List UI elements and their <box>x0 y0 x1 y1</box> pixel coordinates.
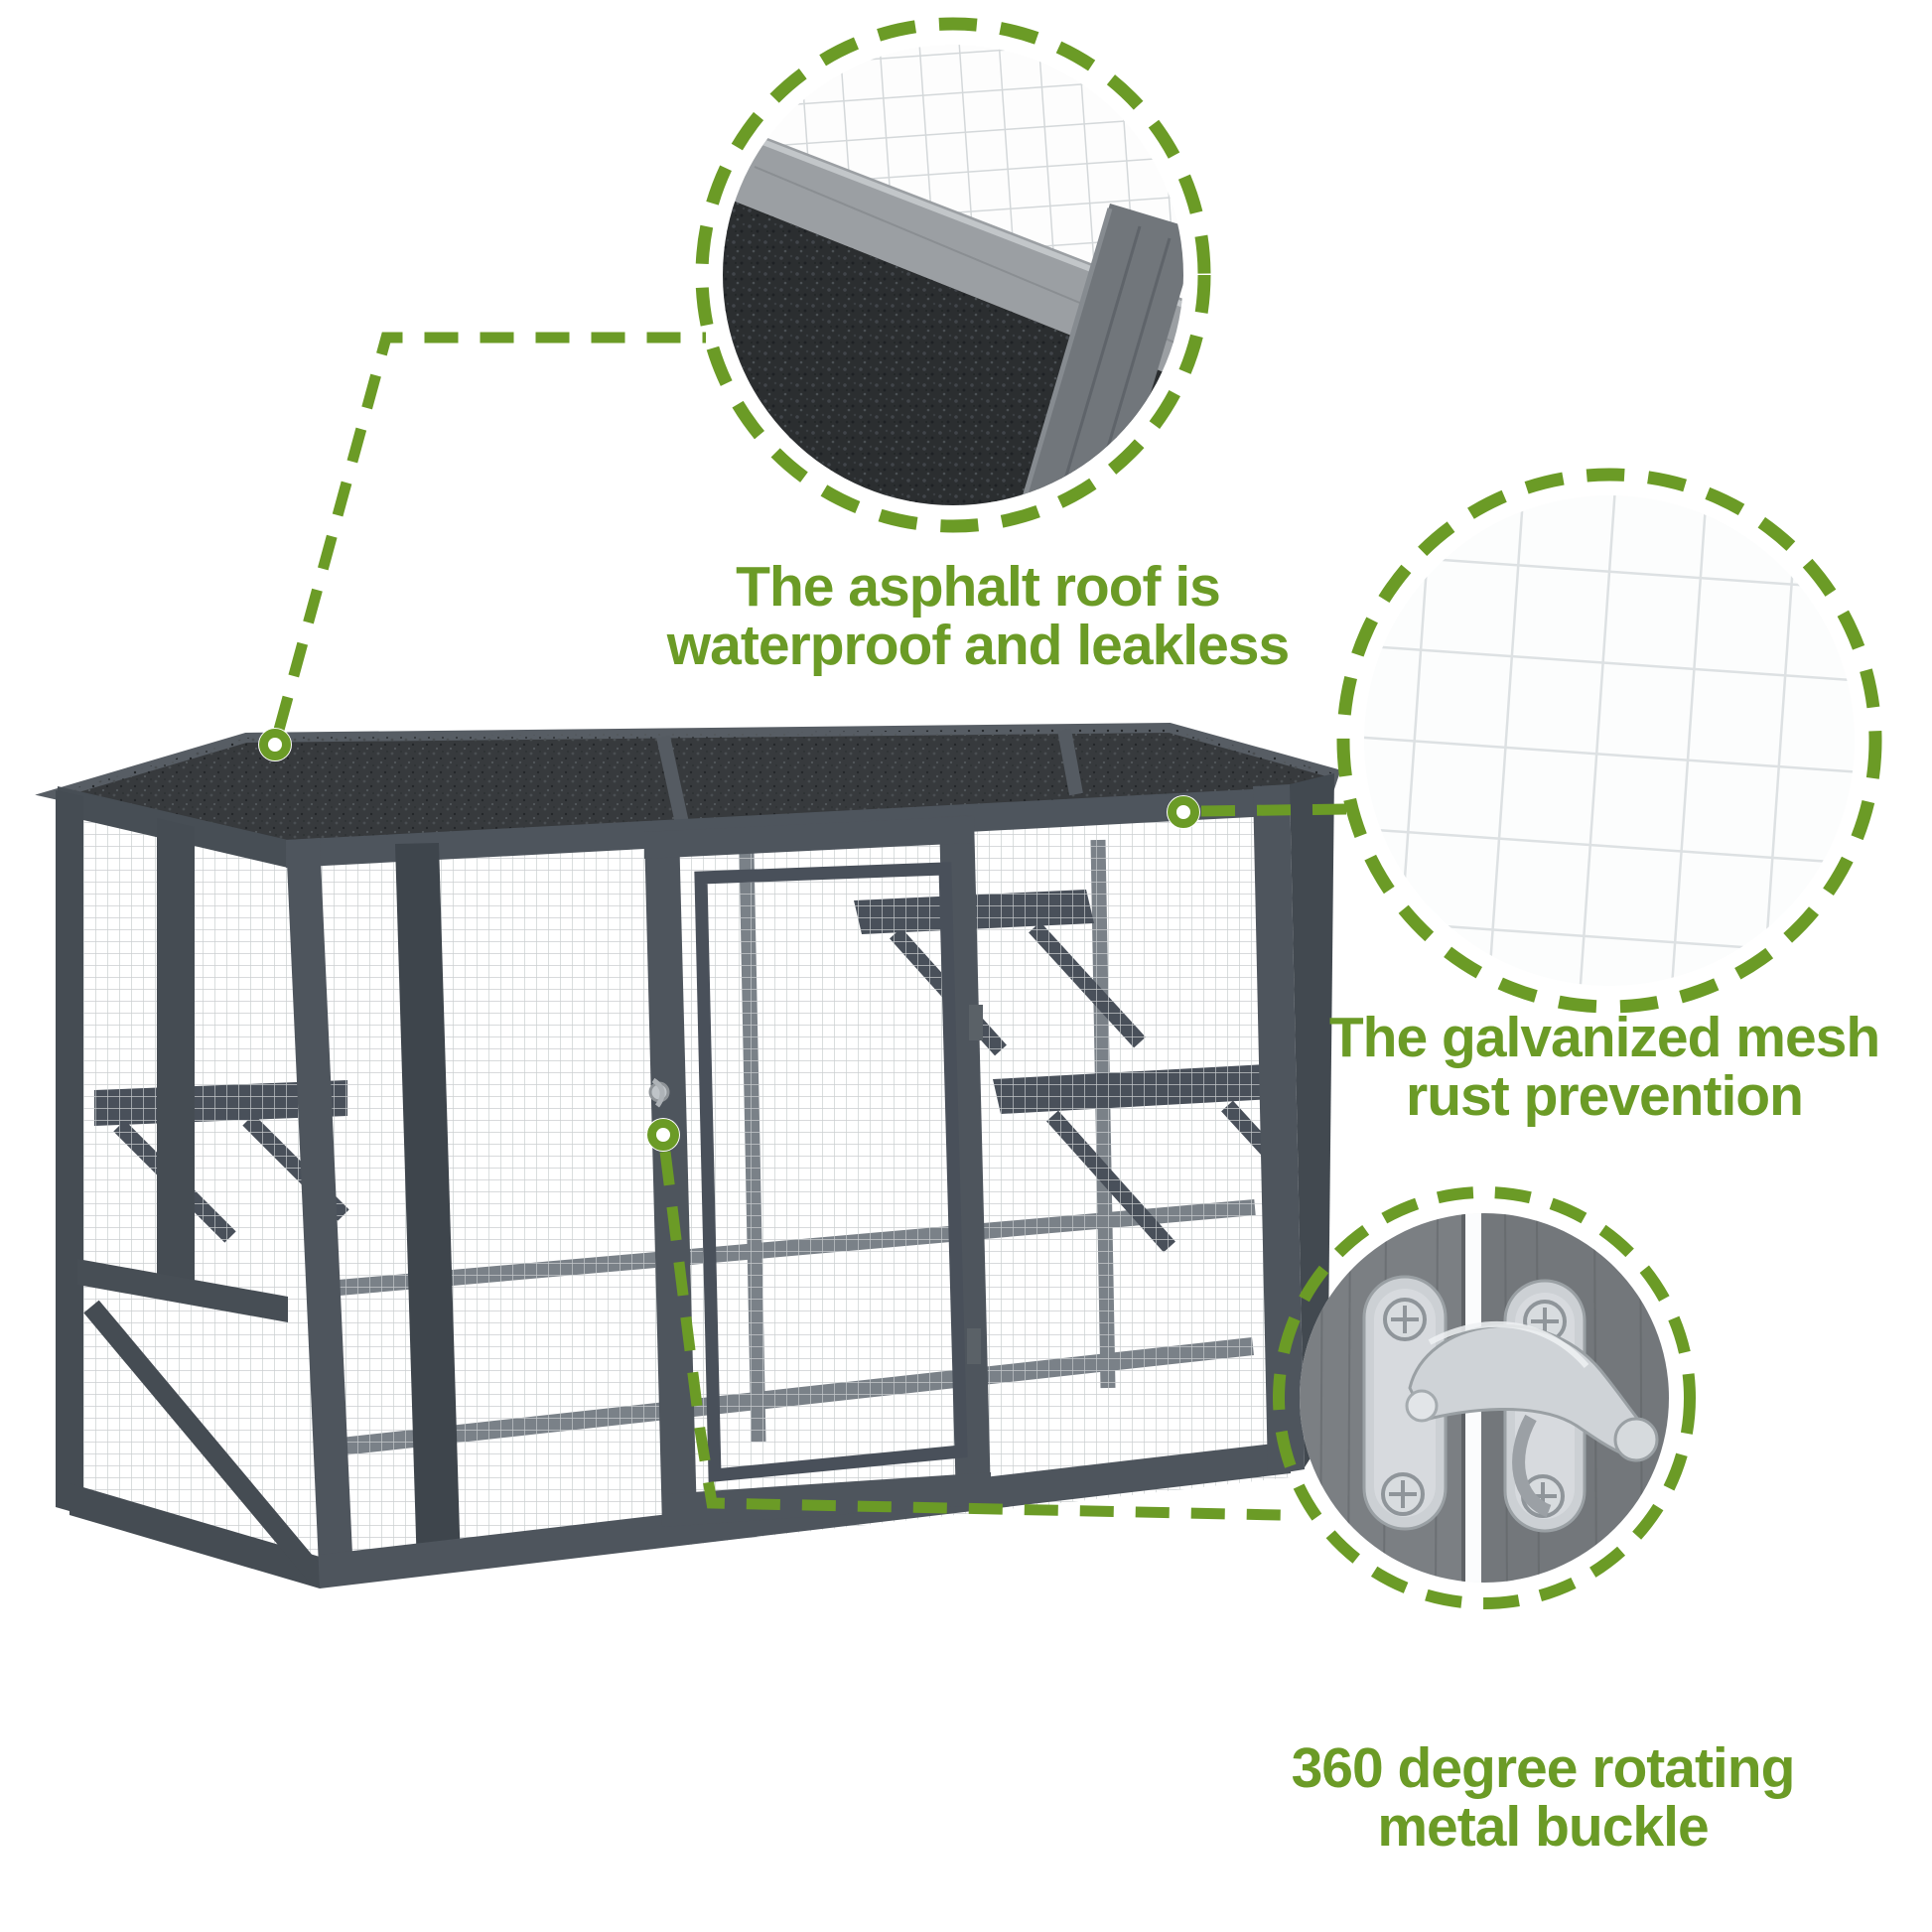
anchor-rings <box>258 728 1200 1152</box>
door-anchor-ring <box>646 1118 680 1152</box>
cat-cage-photo <box>35 722 1341 1588</box>
mesh-caption: The galvanized mesh rust prevention <box>1277 1006 1932 1129</box>
wire-mesh <box>60 774 1326 1587</box>
front-plank <box>395 843 461 1571</box>
buckle-caption-line2: metal buckle <box>1377 1795 1709 1860</box>
mesh-dashed-border <box>1336 468 1882 1014</box>
catch-loop <box>1512 1414 1552 1518</box>
buckle-dashed-border <box>1273 1186 1696 1609</box>
roof-caption-line1: The asphalt roof is <box>736 555 1221 619</box>
roof-detail-photo <box>723 45 1183 505</box>
mesh-caption-line2: rust prevention <box>1406 1064 1804 1129</box>
hook-ball-end <box>1613 1417 1659 1462</box>
roof-detail-circle <box>695 17 1211 533</box>
buckle-detail-photo <box>1300 1213 1669 1583</box>
front-left-post <box>286 838 353 1588</box>
hinge <box>967 1328 981 1364</box>
mesh-connector-line <box>1200 803 1351 817</box>
pivot-screw <box>1405 1389 1439 1423</box>
door-latch <box>648 1077 670 1108</box>
roof-dashed-border <box>695 17 1211 533</box>
buckle-connector-line <box>659 1151 1282 1521</box>
buckle-caption: 360 degree rotating metal buckle <box>1213 1736 1872 1860</box>
hinge <box>969 1005 983 1040</box>
roof-anchor-ring <box>258 728 292 761</box>
screws <box>1381 1298 1567 1518</box>
mesh-detail-circle <box>1336 468 1882 1014</box>
mesh-anchor-ring <box>1167 795 1200 829</box>
mesh-under-roof <box>723 45 1183 318</box>
callout-connectors <box>273 332 1351 1521</box>
roof-caption: The asphalt roof is waterproof and leakl… <box>551 555 1405 678</box>
mesh-detail-photo <box>1364 495 1855 986</box>
front-right-post <box>1253 784 1305 1475</box>
roof-connector-line <box>273 332 706 732</box>
asphalt-roof-texture <box>55 728 1334 848</box>
galvanized-mesh-closeup <box>1364 495 1855 986</box>
roof-caption-line2: waterproof and leakless <box>666 614 1290 678</box>
metal-buckle-hardware <box>1362 1275 1659 1533</box>
mesh-caption-line1: The galvanized mesh <box>1328 1006 1880 1069</box>
buckle-detail-circle <box>1273 1186 1696 1609</box>
buckle-caption-line1: 360 degree rotating <box>1291 1736 1796 1800</box>
door-leaf-frame <box>694 862 968 1483</box>
